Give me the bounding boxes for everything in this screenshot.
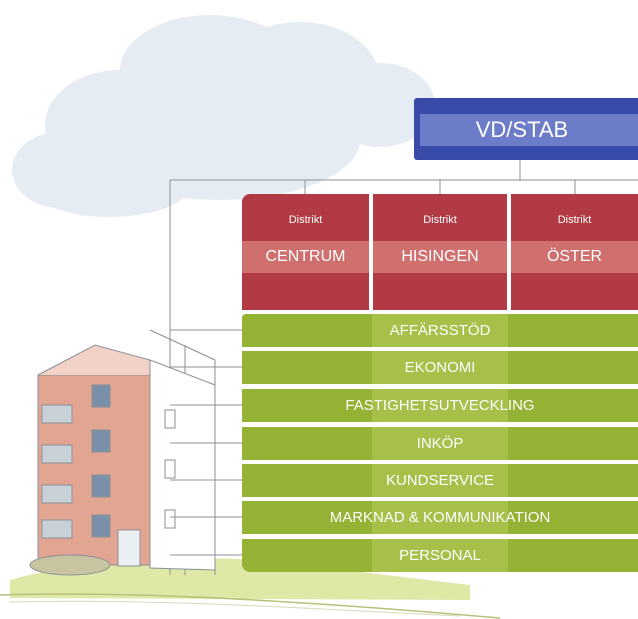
district-name: ÖSTER <box>511 241 638 273</box>
function-ekonomi: EKONOMI <box>242 351 638 384</box>
district-prefix: Distrikt <box>288 214 323 226</box>
function-highlight-band <box>372 539 508 572</box>
district-oster: Distrikt ÖSTER <box>511 194 638 310</box>
function-label: AFFÄRSSTÖD <box>389 322 491 339</box>
function-highlight-band <box>372 314 508 347</box>
apartment-building-icon <box>29 179 242 576</box>
function-kundservice: KUNDSERVICE <box>242 464 638 497</box>
function-highlight-band <box>372 501 508 534</box>
district-name: HISINGEN <box>373 241 507 273</box>
district-name: CENTRUM <box>242 241 369 273</box>
function-highlight-band <box>372 464 508 497</box>
function-inkop: INKÖP <box>242 427 638 460</box>
district-centrum: Distrikt CENTRUM <box>242 194 369 310</box>
function-label: FASTIGHETSUTVECKLING <box>345 397 535 414</box>
vd-stab-box: VD/STAB <box>414 98 638 160</box>
function-highlight-band <box>372 427 508 460</box>
function-label: MARKNAD & KOMMUNIKATION <box>329 509 551 526</box>
function-highlight-band <box>372 389 508 422</box>
lawn-icon <box>0 558 501 619</box>
district-prefix: Distrikt <box>557 214 592 226</box>
function-fastighetsutveckling: FASTIGHETSUTVECKLING <box>242 389 638 422</box>
function-personal: PERSONAL <box>242 539 638 572</box>
function-marknad-kommunikation: MARKNAD & KOMMUNIKATION <box>242 501 638 534</box>
district-prefix: Distrikt <box>423 214 457 226</box>
function-label: EKONOMI <box>404 359 476 376</box>
function-label: INKÖP <box>416 435 464 452</box>
function-label: PERSONAL <box>399 547 481 564</box>
connector-lines <box>170 160 638 556</box>
vd-stab-label: VD/STAB <box>420 114 638 146</box>
cloud-icon <box>12 15 435 217</box>
function-highlight-band <box>372 351 508 384</box>
function-label: KUNDSERVICE <box>385 472 495 489</box>
function-affarsstod: AFFÄRSSTÖD <box>242 314 638 347</box>
district-hisingen: Distrikt HISINGEN <box>373 194 507 310</box>
